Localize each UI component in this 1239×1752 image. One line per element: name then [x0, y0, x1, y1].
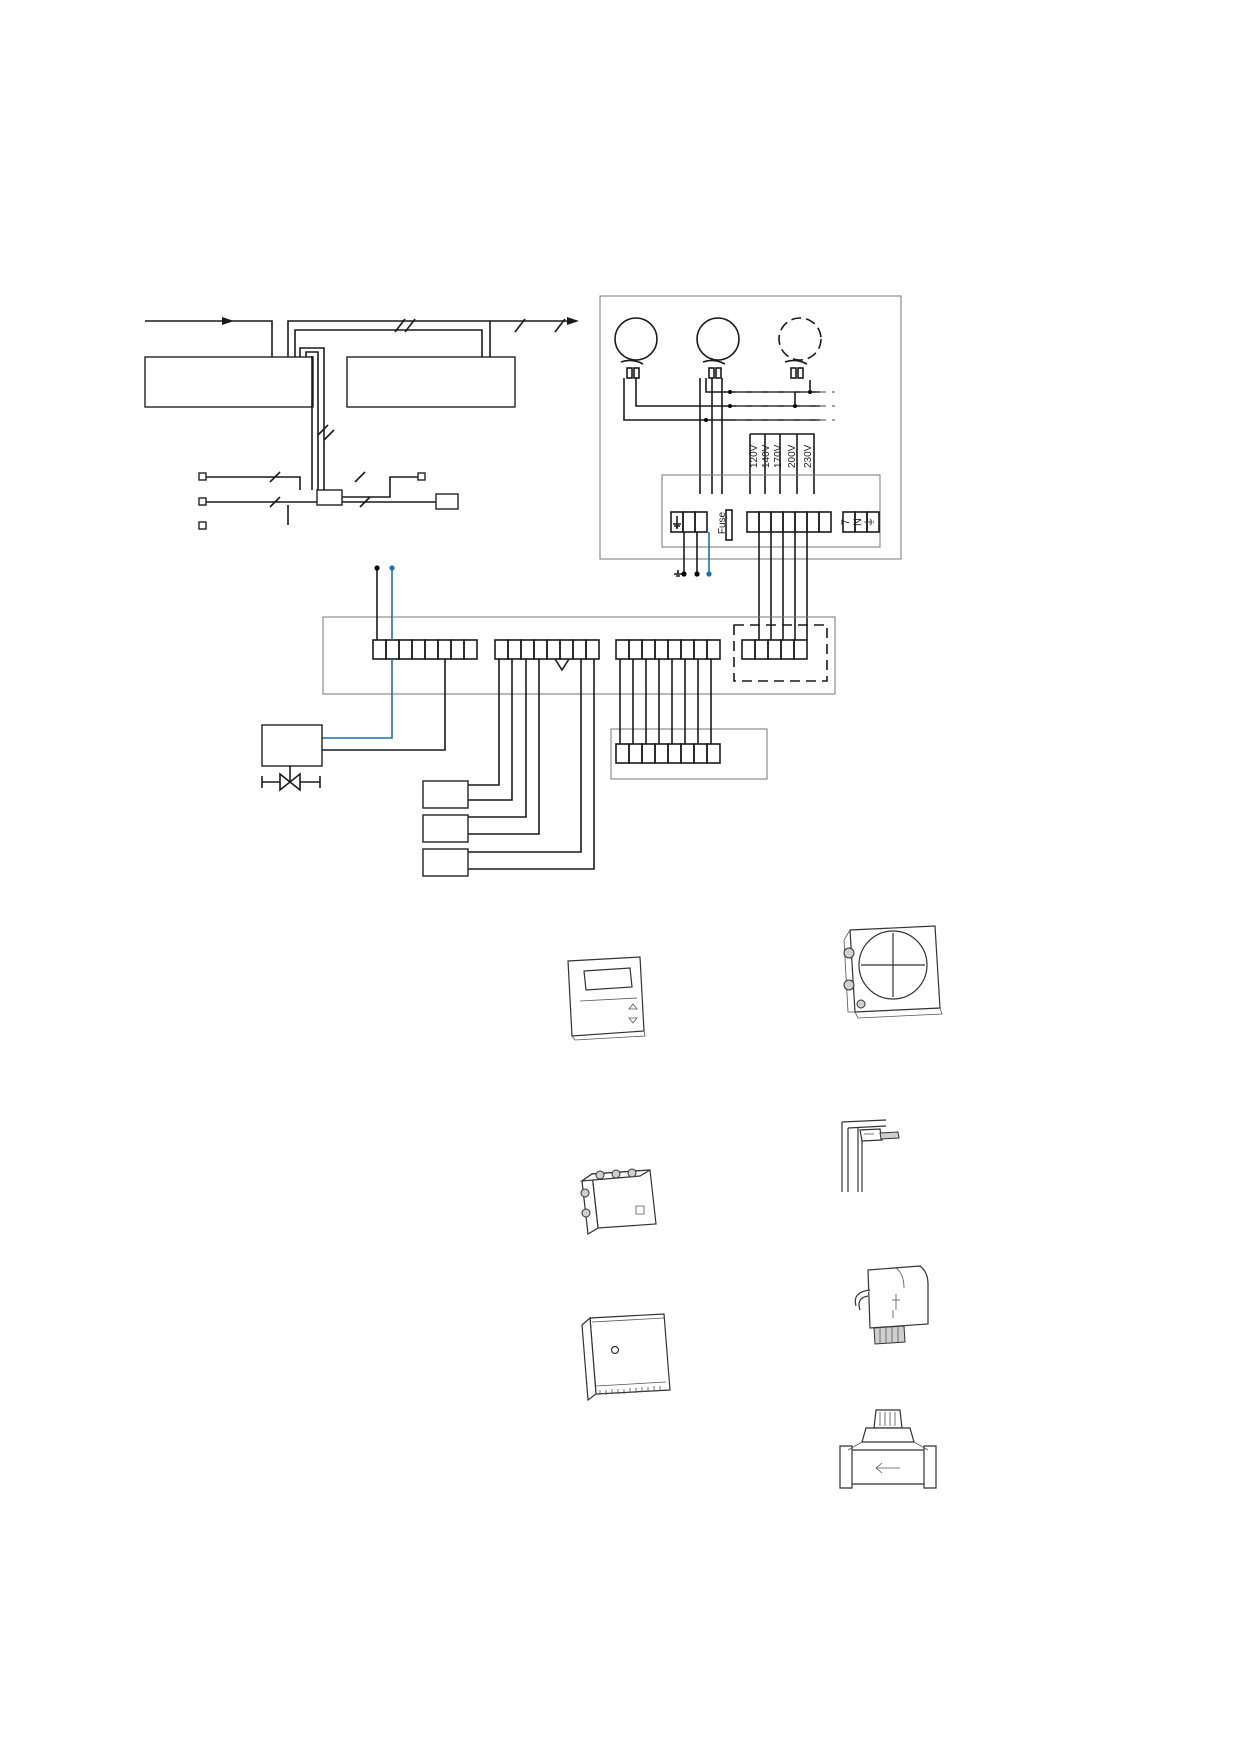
terminal-point-1	[198, 472, 207, 481]
capacitor-3	[784, 359, 808, 379]
fuse	[725, 509, 733, 541]
heat-exchanger-unit-1	[144, 356, 314, 408]
duct-schematic	[144, 317, 579, 530]
fan-motor-1	[614, 317, 658, 361]
fan-motor-3	[778, 317, 822, 361]
valve-actuator-box	[261, 724, 323, 767]
terminal-block-b	[494, 639, 600, 672]
terminal-pe: ⏚	[863, 517, 876, 528]
capacitor-1	[620, 359, 644, 379]
fan-motor-2	[696, 317, 740, 361]
power-terminal-block: 7 N ⏚	[840, 511, 880, 533]
terminal-point-3	[198, 521, 207, 530]
expansion-terminals	[615, 743, 721, 764]
actuator-illustration	[854, 1265, 929, 1345]
tap-170v: 170V	[773, 444, 784, 468]
valve-illustration	[839, 1409, 937, 1489]
terminal-7: 7	[840, 519, 852, 525]
controller-board	[261, 565, 836, 877]
terminal-block-d	[741, 639, 808, 660]
fan-unit-illustration	[843, 925, 943, 1019]
sensor-box-3	[422, 848, 469, 877]
remote-device	[435, 493, 459, 510]
tap-120v: 120V	[749, 444, 760, 468]
valve-symbol	[261, 766, 321, 792]
tap-140v: 140V	[761, 444, 772, 468]
tap-200v: 200V	[787, 444, 798, 468]
expansion-module	[610, 728, 768, 780]
heat-exchanger-unit-2	[346, 356, 516, 408]
terminal-point-4	[417, 472, 426, 481]
terminal-point-2	[198, 497, 207, 506]
tap-230v: 230V	[803, 444, 814, 468]
terminal-n: N	[852, 518, 864, 526]
fan-transformer-panel: Fuse 120V 140V 170V 200V 230V 7 N ⏚	[599, 295, 902, 640]
fuse-label: Fuse	[717, 511, 728, 534]
junction-box-illustration	[579, 1168, 657, 1235]
controller-panel-illustration	[567, 956, 646, 1041]
thermostat-illustration	[841, 1119, 900, 1192]
junction-box-small	[316, 489, 343, 506]
voltage-tap-labels: 120V 140V 170V 200V 230V	[749, 444, 814, 468]
sensor-box-2	[422, 814, 469, 843]
terminal-block-c	[615, 639, 721, 660]
capacitor-2	[702, 359, 726, 379]
sensor-box-1	[422, 780, 469, 809]
control-module-illustration	[581, 1313, 671, 1402]
voltage-tap-terminals	[746, 511, 832, 533]
terminal-block-a	[372, 639, 478, 660]
